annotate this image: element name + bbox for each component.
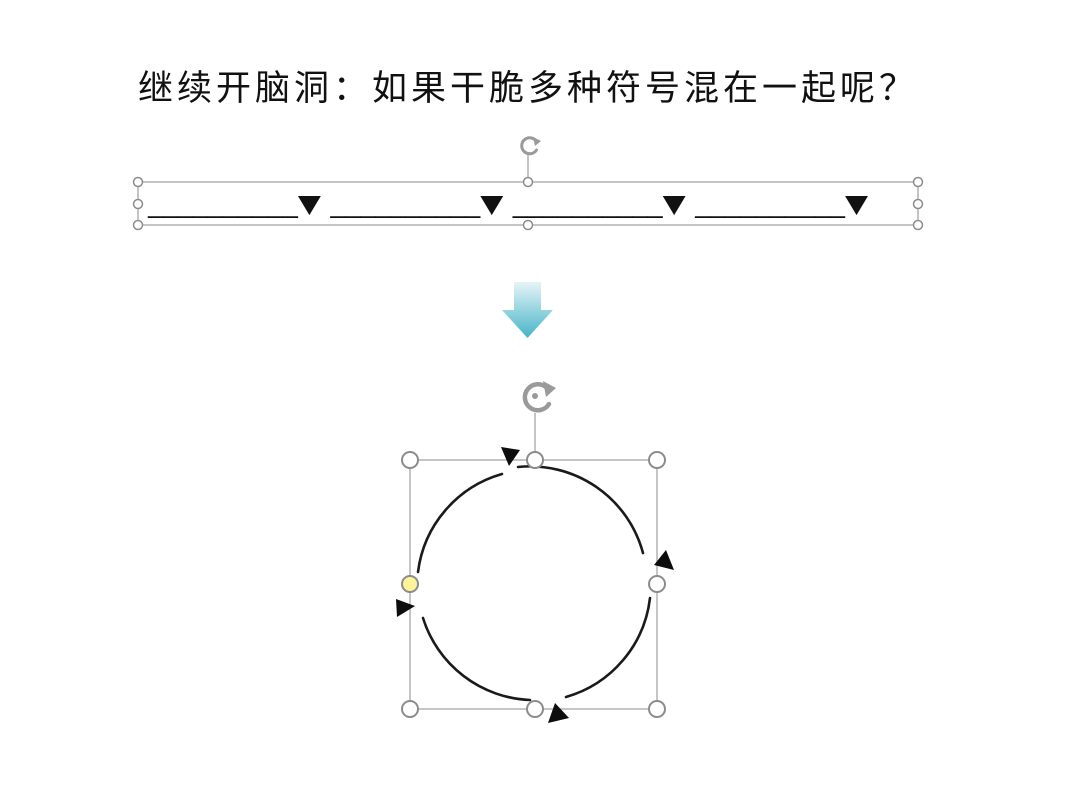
circle-arc-top-right — [516, 465, 645, 555]
text-box-handle-middle-left[interactable] — [132, 198, 144, 210]
circle-arc-bottom-left — [421, 616, 532, 702]
circle-handle-top-left[interactable] — [401, 451, 419, 469]
text-box-handle-top-middle[interactable] — [522, 176, 534, 188]
text-box-handle-middle-right[interactable] — [912, 198, 924, 210]
circle-handle-top-middle[interactable] — [526, 451, 544, 469]
rotate-handle-icon[interactable] — [520, 136, 541, 156]
text-box-handle-top-left[interactable] — [132, 176, 144, 188]
arrowhead-left — [396, 599, 415, 617]
circular-arrow-shape[interactable] — [396, 381, 674, 723]
circle-handle-top-right[interactable] — [648, 451, 666, 469]
text-box-handle-bottom-left[interactable] — [132, 219, 144, 231]
circle-handle-middle-right[interactable] — [648, 575, 666, 593]
rotate-handle-icon[interactable] — [522, 381, 556, 413]
arrowhead-right — [654, 550, 674, 570]
text-box-handle-bottom-middle[interactable] — [522, 219, 534, 231]
arrowhead-bottom — [548, 703, 569, 723]
symbol-text-box[interactable]: __________▼ __________▼ __________▼ ____… — [132, 136, 924, 231]
arrowhead-top — [501, 447, 520, 466]
circle-arc-bottom-right — [564, 596, 652, 699]
text-box-handle-top-right[interactable] — [912, 176, 924, 188]
circle-arc-top-left — [416, 472, 504, 574]
circle-handle-bottom-right[interactable] — [648, 700, 666, 718]
text-box-handle-bottom-right[interactable] — [912, 219, 924, 231]
circle-selection-frame — [409, 459, 658, 710]
down-arrow-icon — [502, 282, 553, 338]
circle-handle-bottom-middle[interactable] — [526, 700, 544, 718]
circle-handle-bottom-left[interactable] — [401, 700, 419, 718]
text-box-content[interactable]: __________▼ __________▼ __________▼ ____… — [147, 189, 869, 218]
page-title: 继续开脑洞：如果干脆多种符号混在一起呢？ — [138, 69, 918, 109]
adjust-handle-yellow[interactable] — [401, 575, 419, 593]
